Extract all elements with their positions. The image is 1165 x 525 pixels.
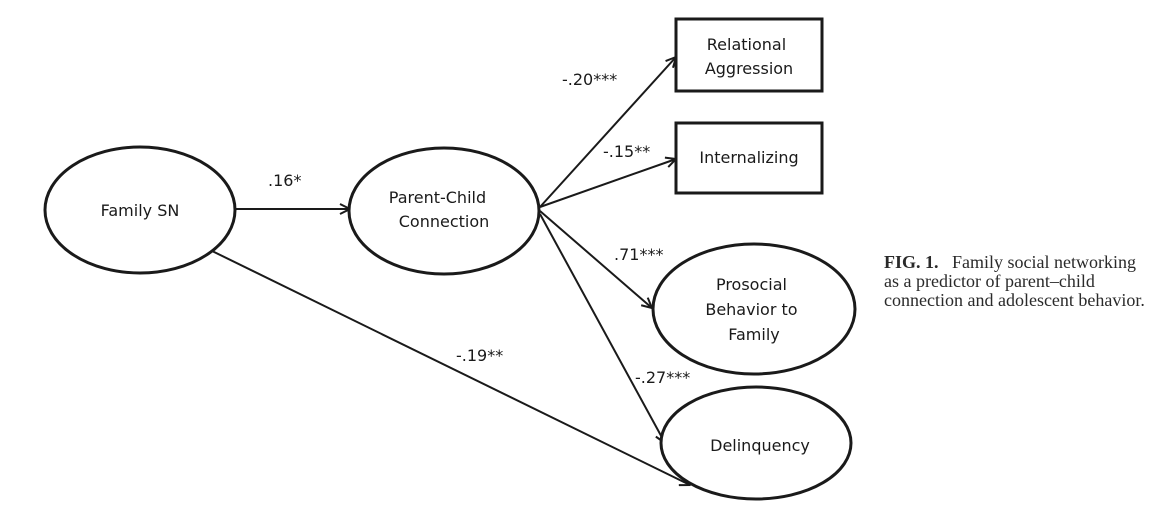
edge-parentchild-to-relational-aggression — [539, 57, 676, 208]
node-internalizing-label: Internalizing — [699, 148, 798, 167]
figure-caption-label: FIG. 1. — [884, 252, 939, 272]
node-family-sn — [43, 145, 237, 275]
edge-parentchild-to-delinquency — [539, 213, 665, 443]
node-prosocial-label: Prosocial Behavior to Family — [705, 275, 802, 344]
coef-parentchild-delinquency: -.27*** — [635, 368, 690, 387]
edge-parentchild-to-internalizing — [539, 159, 676, 208]
node-relational-aggression — [674, 17, 824, 93]
edge-familysn-to-delinquency — [207, 248, 690, 485]
node-internalizing — [674, 121, 824, 195]
node-prosocial-behavior — [651, 242, 857, 376]
coef-parentchild-internalizing: -.15** — [603, 142, 650, 161]
coef-parentchild-prosocial: .71*** — [614, 245, 663, 264]
figure-caption: FIG. 1. Family social networking as a pr… — [884, 253, 1154, 310]
node-delinquency-label: Delinquency — [710, 436, 810, 455]
node-parent-child-label: Parent-Child Connection — [389, 188, 491, 231]
coef-parentchild-relagg: -.20*** — [562, 70, 617, 89]
node-relational-aggression-label: Relational Aggression — [705, 35, 793, 78]
figure-caption-text: Family social networking as a predictor … — [884, 252, 1145, 310]
coef-familysn-parentchild: .16* — [268, 171, 301, 190]
node-delinquency — [659, 385, 853, 501]
node-parent-child-connection — [347, 146, 541, 276]
node-family-sn-label: Family SN — [101, 201, 180, 220]
edge-parentchild-to-prosocial — [539, 210, 652, 308]
coef-familysn-delinquency: -.19** — [456, 346, 503, 365]
